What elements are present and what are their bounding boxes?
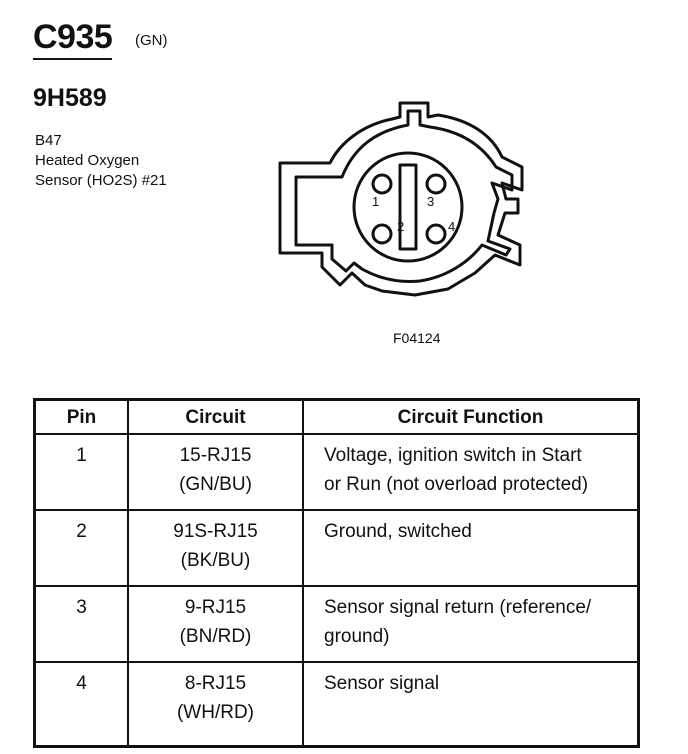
header-circuit-function: Circuit Function (302, 398, 640, 435)
function-line: Ground, switched (324, 521, 472, 542)
circuit-color: (BN/RD) (179, 626, 252, 647)
circuit-cell: 9-RJ15 (BN/RD) (127, 585, 304, 663)
pin-cell: 3 (33, 585, 129, 663)
function-line: Sensor signal (324, 673, 440, 694)
description-line: B47 (35, 132, 62, 149)
description-line: Heated Oxygen (35, 152, 140, 169)
circuit-number: 8-RJ15 (184, 673, 247, 694)
circuit-color: (GN/BU) (179, 474, 252, 495)
function-line: or Run (not overload protected) (324, 474, 589, 495)
pin-4-circle (425, 223, 447, 245)
connector-face-diagram: 1 2 3 4 (278, 101, 524, 297)
connector-color-code: (GN) (135, 32, 168, 49)
pin-label-1: 1 (372, 194, 379, 209)
pin-label-2: 2 (397, 219, 404, 234)
part-number: 9H589 (33, 84, 107, 112)
header-pin: Pin (33, 398, 129, 435)
circuit-color: (BK/BU) (180, 550, 251, 571)
function-line: ground) (324, 626, 390, 647)
pin-label-4: 4 (448, 219, 455, 234)
function-line: Sensor signal return (reference/ (324, 597, 592, 618)
table-row: 4 8-RJ15 (WH/RD) Sensor signal (33, 661, 640, 748)
circuit-number: 15-RJ15 (179, 445, 252, 466)
key-slot (398, 163, 418, 251)
circuit-color: (WH/RD) (176, 702, 255, 723)
function-line: Voltage, ignition switch in Start (324, 445, 582, 466)
function-cell: Sensor signal (302, 661, 640, 748)
circuit-cell: 15-RJ15 (GN/BU) (127, 433, 304, 511)
connector-inner-outline (294, 109, 514, 283)
table-row: 1 15-RJ15 (GN/BU) Voltage, ignition swit… (33, 433, 640, 511)
circuit-number: 9-RJ15 (184, 597, 247, 618)
circuit-number: 91S-RJ15 (173, 521, 258, 542)
pin-3-circle (425, 173, 447, 195)
pin-cell: 2 (33, 509, 129, 587)
connector-id: C935 (33, 18, 113, 60)
table-row: 3 9-RJ15 (BN/RD) Sensor signal return (r… (33, 585, 640, 663)
connector-housing-outline (278, 101, 524, 297)
figure-reference: F04124 (393, 330, 441, 346)
pin-cell: 1 (33, 433, 129, 511)
table-row: 2 91S-RJ15 (BK/BU) Ground, switched (33, 509, 640, 587)
pin-1-circle (371, 173, 393, 195)
circuit-cell: 8-RJ15 (WH/RD) (127, 661, 304, 748)
function-cell: Sensor signal return (reference/ ground) (302, 585, 640, 663)
description-line: Sensor (HO2S) #21 (35, 172, 167, 189)
circuit-cell: 91S-RJ15 (BK/BU) (127, 509, 304, 587)
pin-cavity-circle (352, 151, 464, 263)
pin-cell: 4 (33, 661, 129, 748)
function-cell: Ground, switched (302, 509, 640, 587)
pin-table: Pin Circuit Circuit Function 1 15-RJ15 (… (33, 398, 640, 748)
pin-label-3: 3 (427, 194, 434, 209)
function-cell: Voltage, ignition switch in Start or Run… (302, 433, 640, 511)
table-header-row: Pin Circuit Circuit Function (33, 398, 640, 435)
header-circuit: Circuit (127, 398, 304, 435)
pin-2-circle (371, 223, 393, 245)
